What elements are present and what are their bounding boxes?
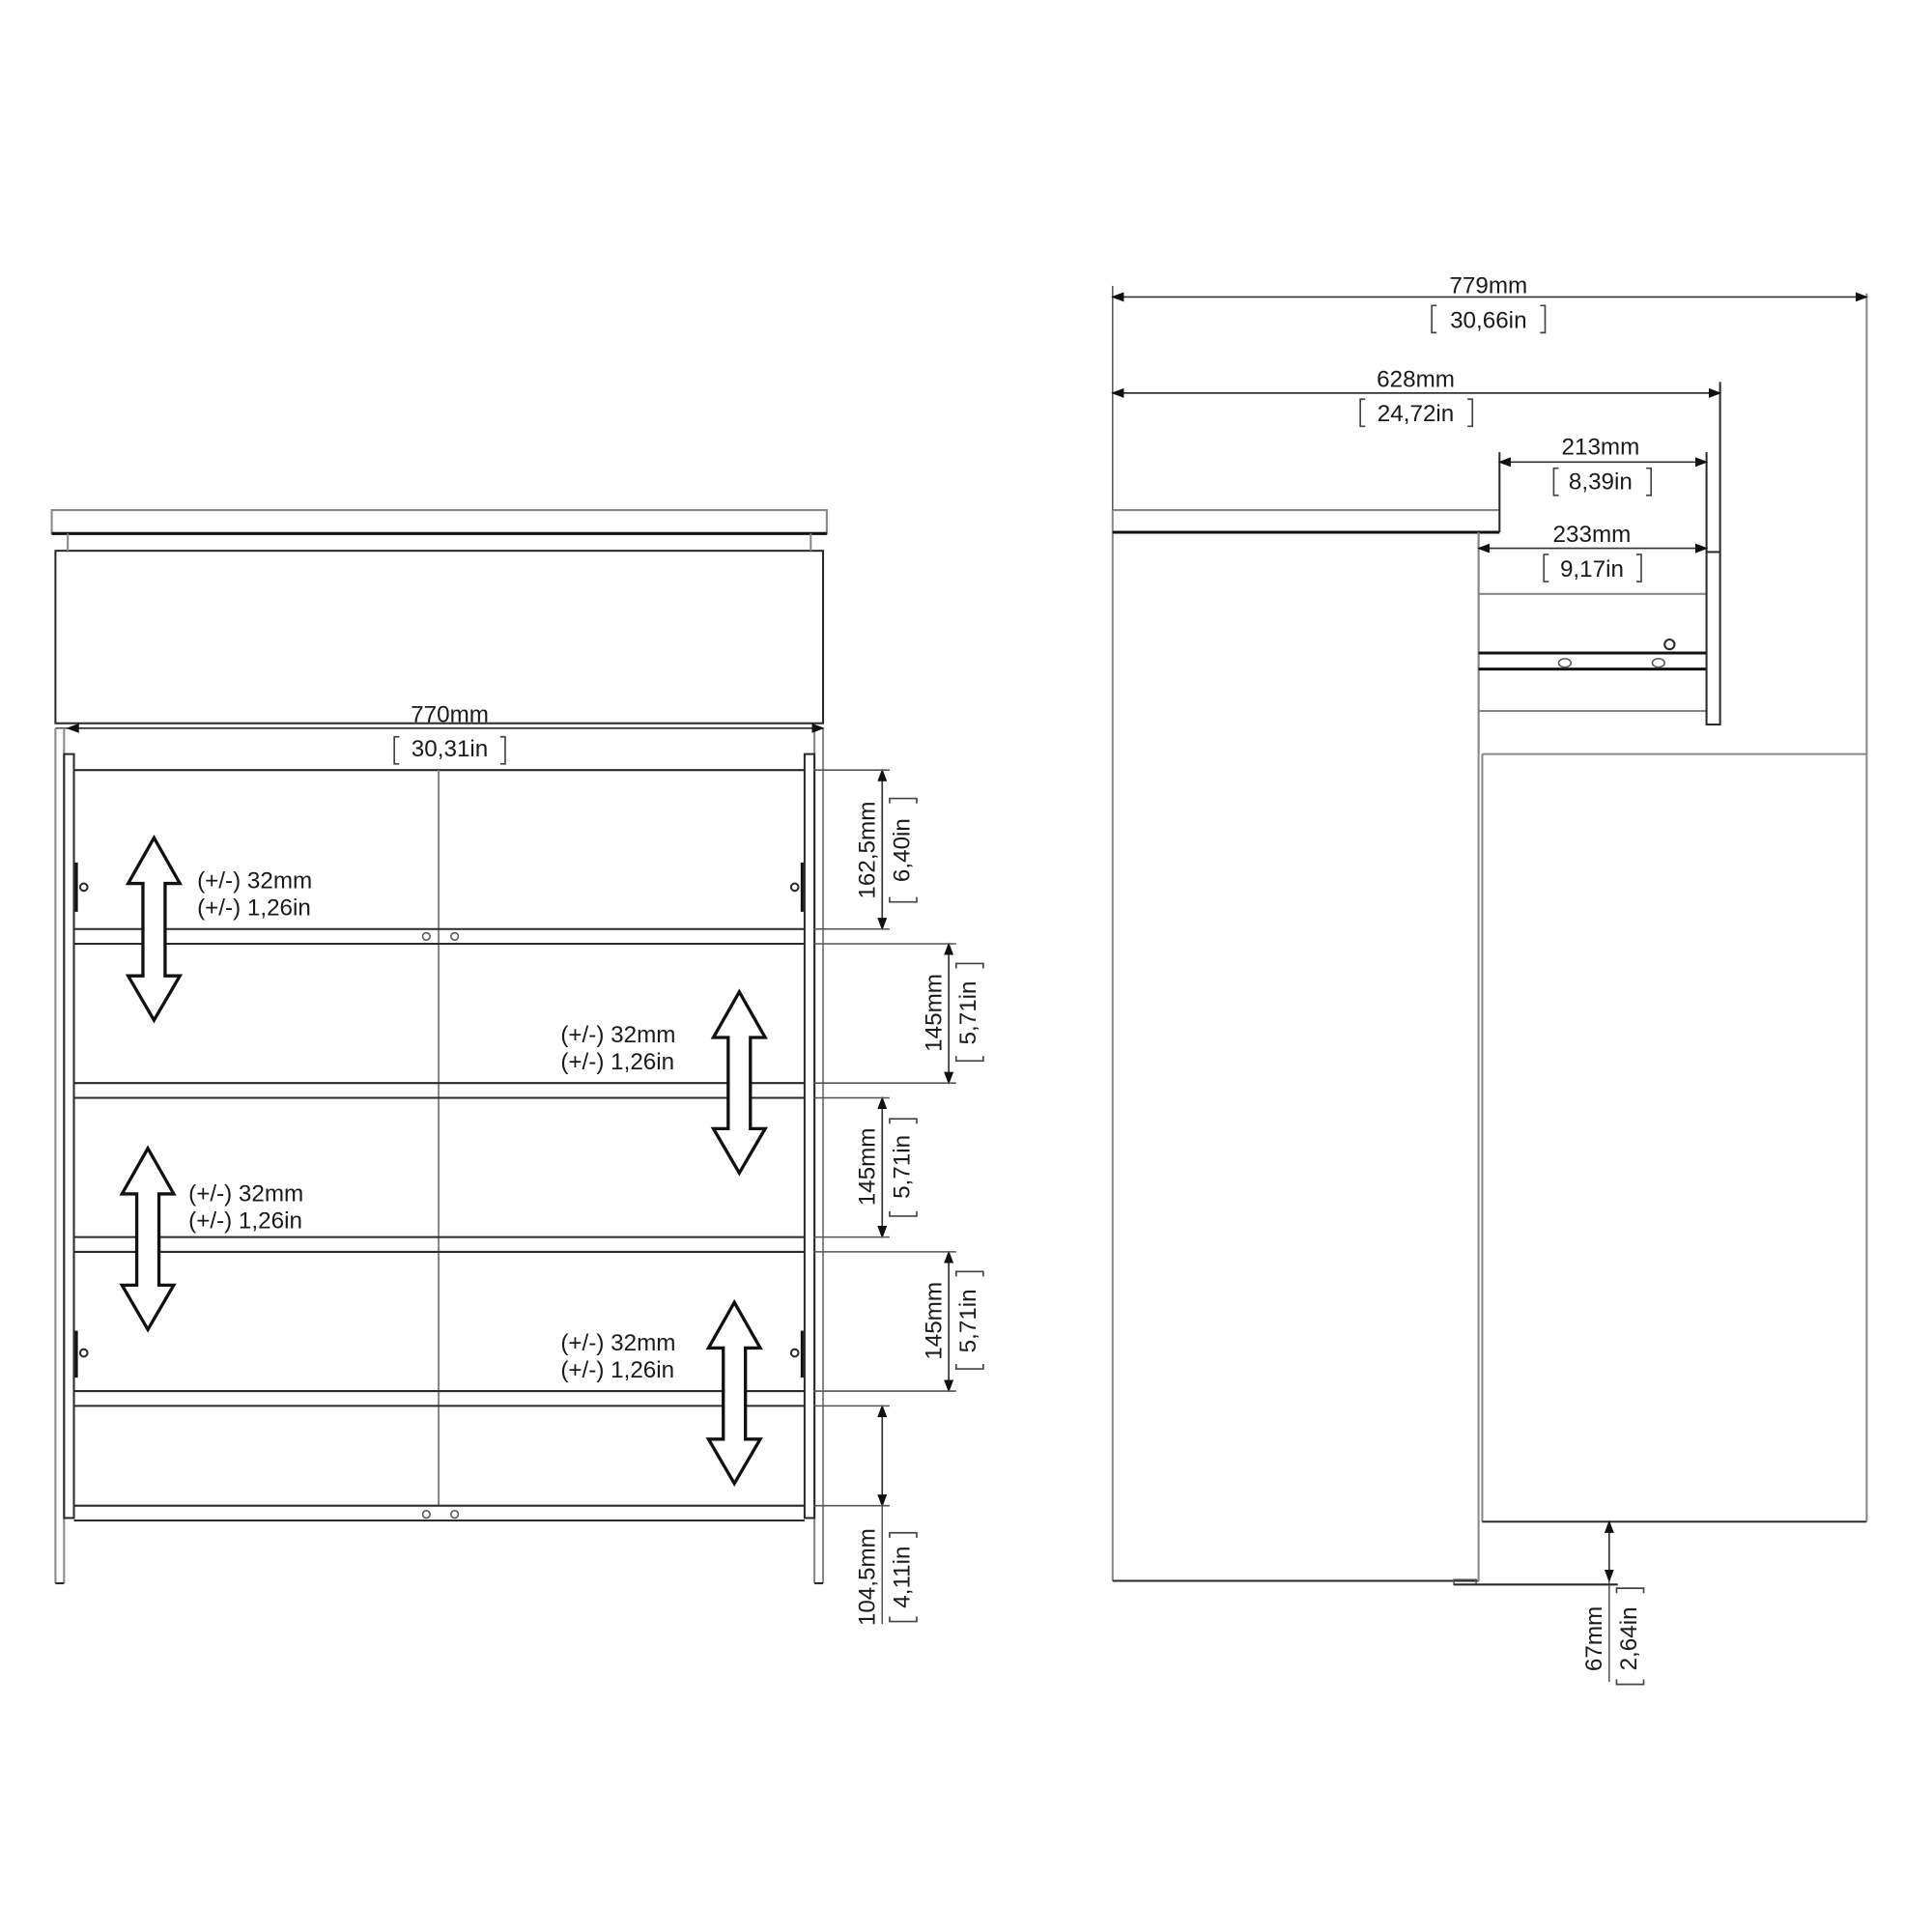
double-arrow-icon: [119, 834, 768, 1488]
shelf-pin: [421, 931, 431, 941]
drawer-runner-screw-icon: [1663, 638, 1676, 651]
svg-text:(+/-) 1,26in: (+/-) 1,26in: [188, 1208, 302, 1235]
svg-text:145mm: 145mm: [855, 1128, 881, 1207]
shelf-adjust-labels: (+/-) 32mm (+/-) 1,26in (+/-) 32mm (+/-)…: [188, 868, 675, 1383]
svg-text:(+/-) 1,26in: (+/-) 1,26in: [197, 895, 311, 922]
depth-body-dimension: 628mm 24,72in: [1111, 367, 1722, 427]
vertical-dimensions: 162,5mm 6,40in 145mm 5,71in 145mm 5,71in…: [812, 768, 984, 1626]
svg-text:5,71in: 5,71in: [889, 1135, 915, 1199]
front-view: 770mm 30,31in 162,5mm 6,40in 145mm 5,71i…: [50, 509, 984, 1626]
svg-text:145mm: 145mm: [921, 974, 947, 1052]
svg-text:233mm: 233mm: [1553, 522, 1632, 548]
svg-text:162,5mm: 162,5mm: [855, 802, 881, 899]
svg-text:67mm: 67mm: [1581, 1606, 1607, 1671]
hinge-icon: [74, 862, 804, 1378]
width-in: 30,31in: [412, 736, 488, 762]
drawer-inner-dimension: 213mm 8,39in: [1497, 435, 1709, 497]
svg-text:9,17in: 9,17in: [1560, 556, 1624, 582]
svg-text:(+/-) 1,26in: (+/-) 1,26in: [560, 1049, 674, 1075]
svg-text:(+/-) 1,26in: (+/-) 1,26in: [560, 1357, 674, 1383]
width-dimension: 770mm 30,31in: [66, 701, 825, 765]
svg-text:104,5mm: 104,5mm: [855, 1528, 881, 1626]
svg-text:8,39in: 8,39in: [1569, 469, 1633, 495]
svg-text:(+/-) 32mm: (+/-) 32mm: [560, 1022, 675, 1048]
svg-text:(+/-) 32mm: (+/-) 32mm: [560, 1330, 675, 1356]
svg-text:2,64in: 2,64in: [1616, 1606, 1642, 1670]
svg-text:(+/-) 32mm: (+/-) 32mm: [188, 1181, 303, 1208]
depth-total-dimension: 779mm 30,66in: [1111, 273, 1869, 511]
svg-text:6,40in: 6,40in: [889, 818, 915, 882]
shelves: [73, 927, 805, 1521]
svg-text:628mm: 628mm: [1377, 367, 1455, 393]
svg-text:24,72in: 24,72in: [1378, 401, 1454, 427]
cabinet-top: [50, 509, 828, 535]
right-door: [803, 753, 816, 1520]
svg-text:145mm: 145mm: [921, 1282, 947, 1360]
left-door: [63, 753, 75, 1520]
svg-text:30,66in: 30,66in: [1450, 307, 1526, 333]
side-view: 779mm 30,66in 628mm 24,72in 213mm 8,39in…: [1111, 273, 1869, 1686]
drawer-front: [54, 550, 825, 724]
svg-text:213mm: 213mm: [1562, 435, 1640, 461]
svg-text:(+/-) 32mm: (+/-) 32mm: [197, 868, 312, 895]
svg-text:779mm: 779mm: [1449, 273, 1527, 299]
shelf-pin: [450, 931, 460, 941]
svg-text:5,71in: 5,71in: [955, 980, 981, 1044]
open-drawer: [1477, 382, 1721, 754]
floor-clearance-dimension: 67mm 2,64in: [1454, 1520, 1645, 1686]
svg-text:4,11in: 4,11in: [889, 1547, 915, 1608]
shelf-pin: [421, 1510, 431, 1520]
svg-text:5,71in: 5,71in: [955, 1289, 981, 1352]
width-mm: 770mm: [411, 701, 489, 727]
drawer-depth-dimension: 233mm 9,17in: [1476, 522, 1709, 582]
shelf-pin: [450, 1510, 460, 1520]
